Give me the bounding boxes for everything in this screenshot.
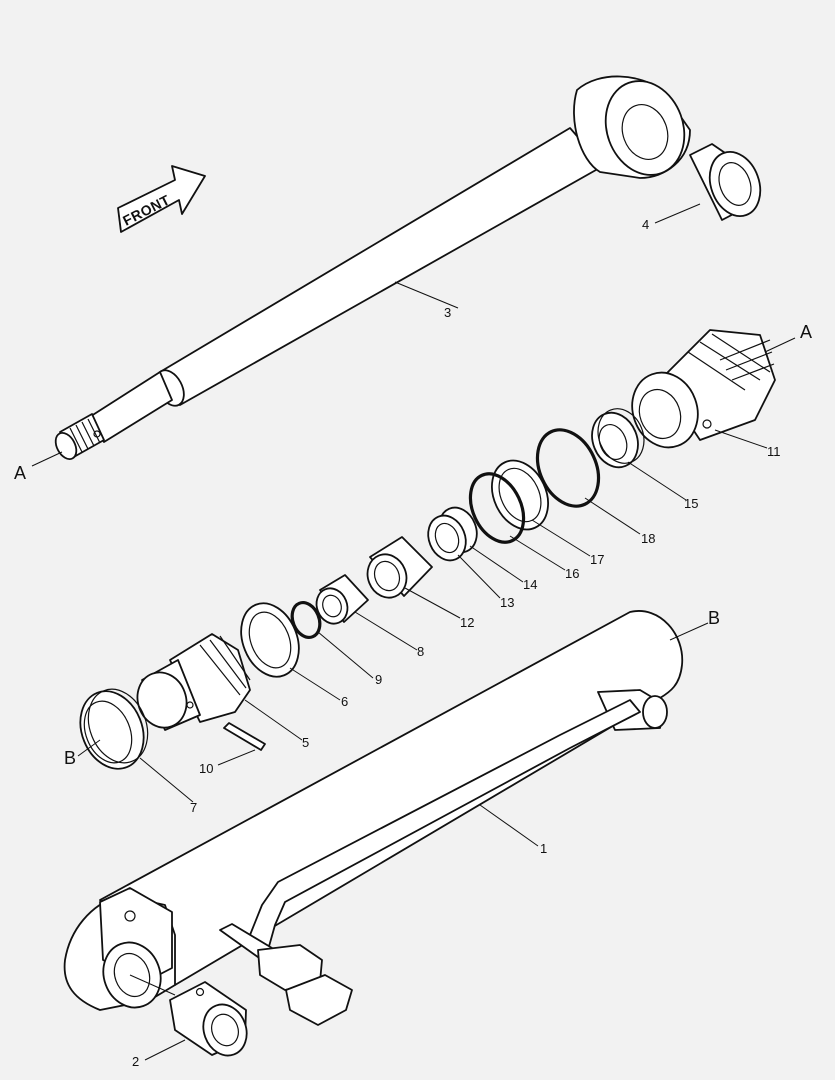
gland-bushing-12: [366, 536, 433, 599]
piston-seal-ring-18: [535, 428, 601, 508]
callout-3: 3: [444, 305, 451, 320]
callout-1: 1: [540, 841, 547, 856]
callout-18: 18: [641, 531, 655, 546]
front-arrow: FRONT: [117, 165, 206, 233]
piston-rod: [54, 75, 691, 460]
callout-10: 10: [199, 761, 213, 776]
lock-pin-10: [223, 722, 266, 751]
callout-6: 6: [341, 694, 348, 709]
back-up-ring-17: [491, 459, 549, 531]
ref-a-piston: A: [800, 322, 812, 342]
cylinder-tube: [63, 610, 684, 1026]
ref-a-rod: A: [14, 463, 26, 483]
wear-ring: [591, 408, 645, 469]
callout-4: 4: [642, 217, 649, 232]
callout-12: 12: [460, 615, 474, 630]
rod-eye-bushing: [689, 143, 762, 221]
callout-7: 7: [190, 800, 197, 815]
ref-b-gland: B: [64, 748, 76, 768]
callout-2: 2: [132, 1054, 139, 1069]
callout-9: 9: [375, 672, 382, 687]
reference-letters: A A B B: [14, 322, 812, 768]
o-ring-9: [290, 601, 322, 639]
ref-b-tube: B: [708, 608, 720, 628]
back-up-ring-6: [240, 602, 300, 678]
callout-5: 5: [302, 735, 309, 750]
callout-11: 11: [767, 444, 781, 459]
callout-16: 16: [565, 566, 579, 581]
callout-13: 13: [500, 595, 514, 610]
callouts: 1 2 3 4 5 6 7 8 9 10 11 12 13 14 15 16 1…: [132, 217, 781, 1069]
callout-15: 15: [684, 496, 698, 511]
callout-14: 14: [523, 577, 537, 592]
rod-gland: [136, 633, 251, 731]
o-ring-16: [468, 472, 526, 544]
callout-17: 17: [590, 552, 604, 567]
wiper-ring-7: [79, 688, 149, 770]
rod-seal-13-14: [427, 506, 478, 562]
leader-lines: [31, 203, 796, 1061]
base-bushing: [169, 981, 248, 1057]
piston: [631, 329, 776, 449]
bushing-8: [315, 574, 369, 625]
callout-8: 8: [417, 644, 424, 659]
